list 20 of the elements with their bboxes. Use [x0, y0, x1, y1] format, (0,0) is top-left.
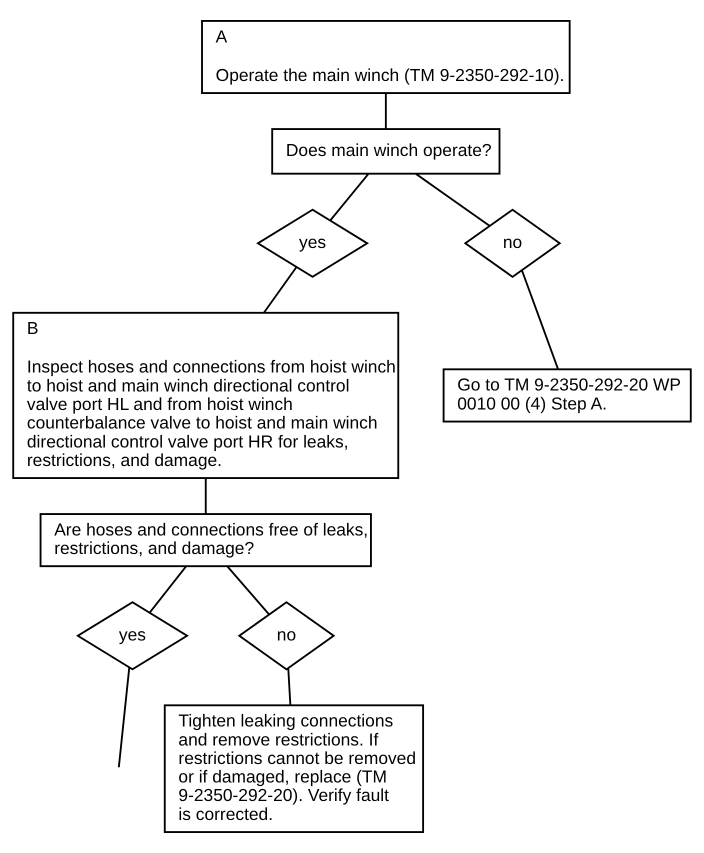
connector: [384, 94, 387, 129]
connector: [521, 270, 559, 370]
connector: [415, 173, 490, 227]
node-diamond: no: [464, 208, 562, 278]
node-box: Go to TM 9-2350-292-20 WP 0010 00 (4) Step A.: [442, 368, 692, 422]
connector: [263, 266, 298, 314]
connector: [204, 478, 207, 514]
node-diamond: no: [238, 601, 336, 670]
node-diamond: yes: [76, 601, 189, 670]
connector: [148, 566, 187, 614]
connector: [287, 668, 292, 706]
connector: [330, 173, 370, 221]
node-box: Are hoses and connections free of leaks, restrictions, and damage?: [40, 513, 372, 568]
connector: [226, 566, 270, 616]
connector: [118, 668, 130, 768]
node-box: B Inspect hoses and connections from hoist winch to hoist and main winch directional control valve port HL and from hoist winch counterbalance valve to hoist and main winch directional control valve port HR for leaks, restrictions, and damage.: [12, 312, 400, 479]
node-box: A Operate the main winch (TM 9-2350-292-10).: [201, 20, 571, 94]
node-diamond: yes: [256, 208, 369, 278]
node-box: Tighten leaking connections and remove restrictions. If restrictions cannot be removed or if damaged, replace (TM 9-2350-292-20). Verify fault is corrected.: [164, 704, 424, 833]
node-box: Does main winch operate?: [271, 128, 500, 175]
